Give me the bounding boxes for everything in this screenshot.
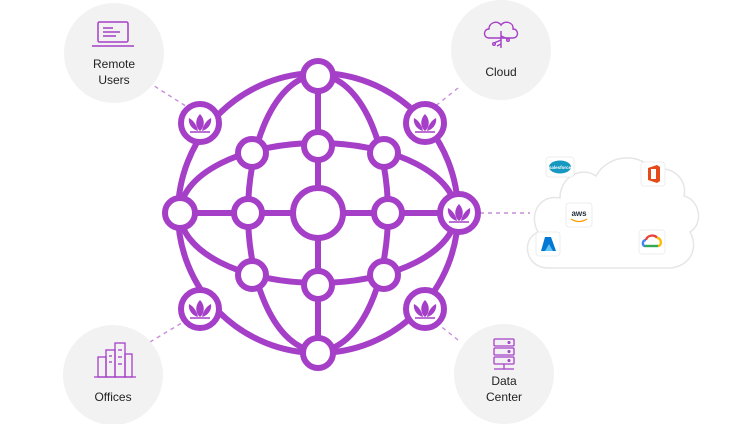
endpoint-cloud: Cloud bbox=[451, 0, 551, 100]
buildings-icon bbox=[94, 342, 136, 378]
node-lower-mid bbox=[301, 268, 335, 302]
endpoint-label: Offices bbox=[94, 390, 131, 404]
endpoint-circle bbox=[451, 0, 551, 100]
lotus-icon bbox=[440, 194, 478, 232]
node-mid-right bbox=[371, 196, 405, 230]
endpoint-label-line2: Center bbox=[486, 390, 522, 404]
cloud-apps: salesforce aws bbox=[526, 156, 700, 269]
lotus-icon bbox=[406, 290, 444, 328]
endpoint-label-line1: Remote bbox=[93, 57, 135, 71]
endpoint-label-line1: Data bbox=[491, 374, 517, 388]
endpoint-circle bbox=[64, 3, 164, 103]
endpoint-label-line2: Users bbox=[98, 73, 129, 87]
node-upper-right bbox=[367, 136, 401, 170]
lotus-icon bbox=[406, 104, 444, 142]
azure-icon bbox=[535, 231, 561, 257]
globe-nodes bbox=[162, 58, 405, 371]
lotus-icon bbox=[181, 290, 219, 328]
office-365-icon bbox=[640, 161, 666, 187]
node-bottom bbox=[300, 335, 336, 371]
connector-remote-users bbox=[147, 81, 193, 111]
salesforce-icon: salesforce bbox=[545, 156, 575, 178]
server-rack-icon bbox=[493, 338, 515, 370]
laptop-icon bbox=[92, 21, 134, 47]
node-mid-left bbox=[231, 196, 265, 230]
endpoint-circle bbox=[63, 325, 163, 424]
svg-text:aws: aws bbox=[571, 209, 587, 218]
node-left bbox=[162, 195, 198, 231]
node-upper-left bbox=[235, 136, 269, 170]
endpoint-remote-users: Remote Users bbox=[64, 3, 164, 103]
cloud-tree-icon bbox=[483, 21, 519, 48]
node-upper-mid bbox=[301, 129, 335, 163]
node-lower-right bbox=[367, 258, 401, 292]
endpoint-data-center: Data Center bbox=[454, 324, 554, 424]
endpoint-label: Cloud bbox=[485, 65, 516, 79]
node-lower-left bbox=[235, 258, 269, 292]
node-center bbox=[290, 185, 346, 241]
endpoint-circle bbox=[454, 324, 554, 424]
endpoint-offices: Offices bbox=[63, 325, 163, 424]
aws-icon: aws bbox=[565, 202, 593, 228]
google-cloud-icon bbox=[638, 229, 666, 255]
node-top bbox=[300, 58, 336, 94]
lotus-icon bbox=[181, 104, 219, 142]
svg-text:salesforce: salesforce bbox=[549, 165, 572, 170]
